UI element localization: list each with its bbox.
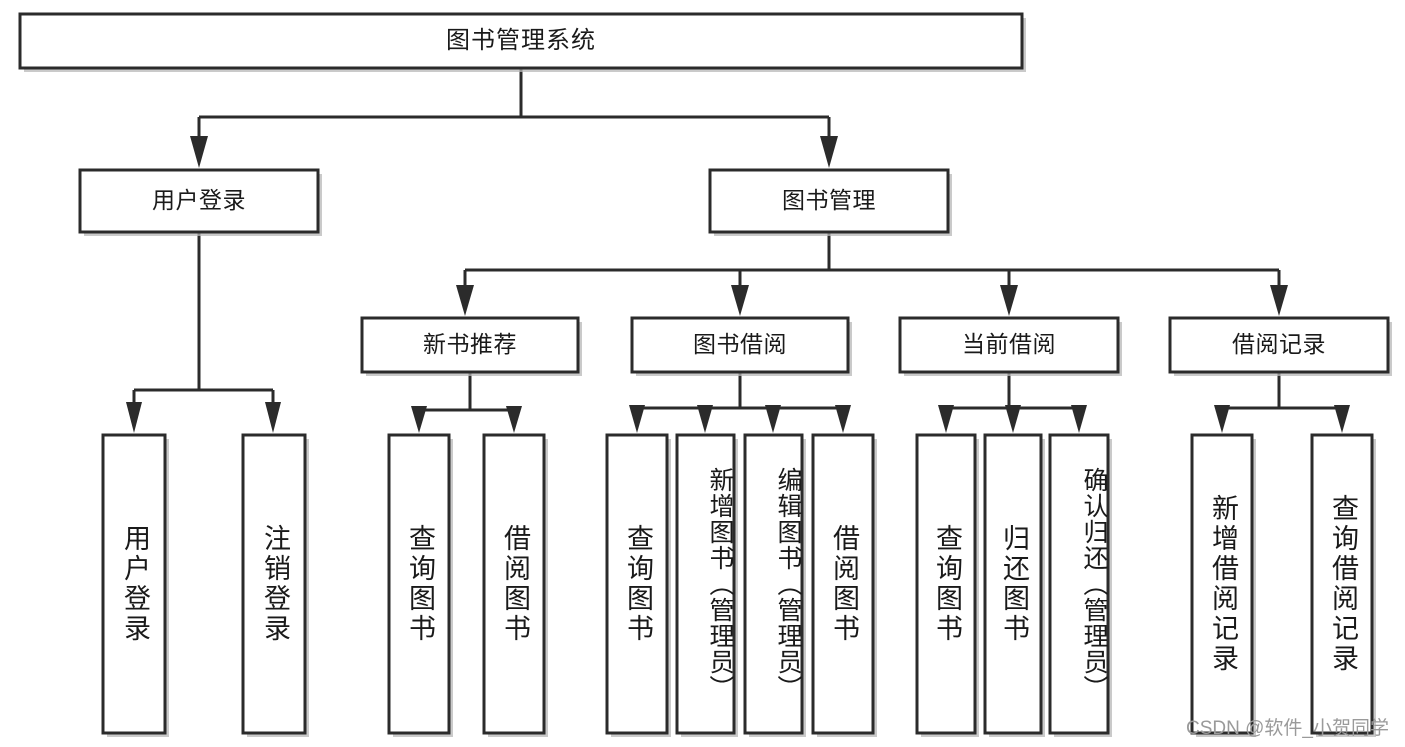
node-leaf-borrow-book-2[interactable]	[811, 433, 877, 737]
node-new-book-rec[interactable]	[360, 316, 582, 376]
node-leaf-user-logout-box[interactable]	[241, 433, 307, 735]
connector-group-user-login-children	[126, 232, 281, 433]
node-leaf-query-record-box[interactable]	[1310, 433, 1374, 735]
node-book-manage[interactable]	[708, 168, 952, 236]
connector-group-root-to-level2	[190, 68, 838, 168]
connector-group-new-book-rec-children	[411, 372, 522, 433]
arrow-head-leaf-add-record	[1214, 405, 1230, 433]
node-leaf-user-logout[interactable]	[241, 433, 309, 737]
node-leaf-return-book[interactable]	[983, 433, 1045, 737]
node-borrow-record[interactable]	[1168, 316, 1392, 376]
node-leaf-query-book-3-box[interactable]	[915, 433, 977, 735]
node-leaf-add-record[interactable]	[1190, 433, 1256, 737]
node-leaf-add-book[interactable]	[675, 433, 738, 737]
arrow-head-leaf-query-book-1	[411, 406, 427, 433]
arrow-head-book-manage	[820, 136, 838, 168]
arrow-head-leaf-return-book	[1005, 405, 1021, 433]
node-leaf-add-record-box[interactable]	[1190, 433, 1254, 735]
arrow-head-leaf-user-login	[126, 402, 142, 433]
node-leaf-return-book-box[interactable]	[983, 433, 1043, 735]
arrow-head-book-borrow	[731, 285, 749, 316]
arrow-head-current-borrow	[1000, 285, 1018, 316]
node-current-borrow[interactable]	[898, 316, 1122, 376]
node-leaf-edit-book[interactable]	[743, 433, 806, 737]
arrow-head-leaf-user-logout	[265, 402, 281, 433]
node-leaf-query-book-2[interactable]	[605, 433, 671, 737]
node-leaf-user-login[interactable]	[101, 433, 169, 737]
node-leaf-query-book-1-box[interactable]	[387, 433, 451, 735]
connector-group-book-borrow-children	[629, 372, 851, 433]
arrow-head-new-book-rec	[456, 285, 474, 316]
node-leaf-confirm-return[interactable]	[1048, 433, 1112, 737]
csdn-watermark: CSDN @软件_小贺同学	[1186, 718, 1389, 739]
node-borrow-record-box[interactable]	[1168, 316, 1390, 374]
node-leaf-query-book-2-box[interactable]	[605, 433, 669, 735]
node-leaf-query-book-1[interactable]	[387, 433, 453, 737]
arrow-head-leaf-query-record	[1334, 405, 1350, 433]
node-leaf-edit-book-box[interactable]	[743, 433, 804, 735]
arrow-head-leaf-add-book	[697, 405, 713, 433]
arrow-head-leaf-query-book-2	[629, 405, 645, 433]
arrow-head-leaf-borrow-book-1	[506, 406, 522, 433]
node-new-book-rec-box[interactable]	[360, 316, 580, 374]
node-user-login-box[interactable]	[78, 168, 320, 234]
node-root-box[interactable]	[18, 12, 1024, 70]
node-current-borrow-box[interactable]	[898, 316, 1120, 374]
node-root[interactable]	[18, 12, 1026, 72]
arrow-head-borrow-record	[1270, 285, 1288, 316]
node-leaf-borrow-book-1-box[interactable]	[482, 433, 546, 735]
node-leaf-borrow-book-1[interactable]	[482, 433, 548, 737]
connector-group-current-borrow-children	[938, 372, 1087, 433]
arrow-head-user-login	[190, 136, 208, 168]
node-leaf-user-login-box[interactable]	[101, 433, 167, 735]
node-book-borrow-box[interactable]	[630, 316, 850, 374]
node-book-borrow[interactable]	[630, 316, 852, 376]
node-leaf-query-record[interactable]	[1310, 433, 1376, 737]
arrow-head-leaf-confirm-return	[1071, 405, 1087, 433]
node-book-manage-box[interactable]	[708, 168, 950, 234]
connector-group-book-manage-children	[456, 232, 1288, 316]
node-leaf-add-book-box[interactable]	[675, 433, 736, 735]
node-leaf-confirm-return-box[interactable]	[1048, 433, 1110, 735]
connector-group-borrow-record-children	[1214, 372, 1350, 433]
node-leaf-borrow-book-2-box[interactable]	[811, 433, 875, 735]
arrow-head-leaf-edit-book	[765, 405, 781, 433]
node-user-login[interactable]	[78, 168, 322, 236]
node-leaf-query-book-3[interactable]	[915, 433, 979, 737]
arrow-head-leaf-query-book-3	[938, 405, 954, 433]
arrow-head-leaf-borrow-book-2	[835, 405, 851, 433]
